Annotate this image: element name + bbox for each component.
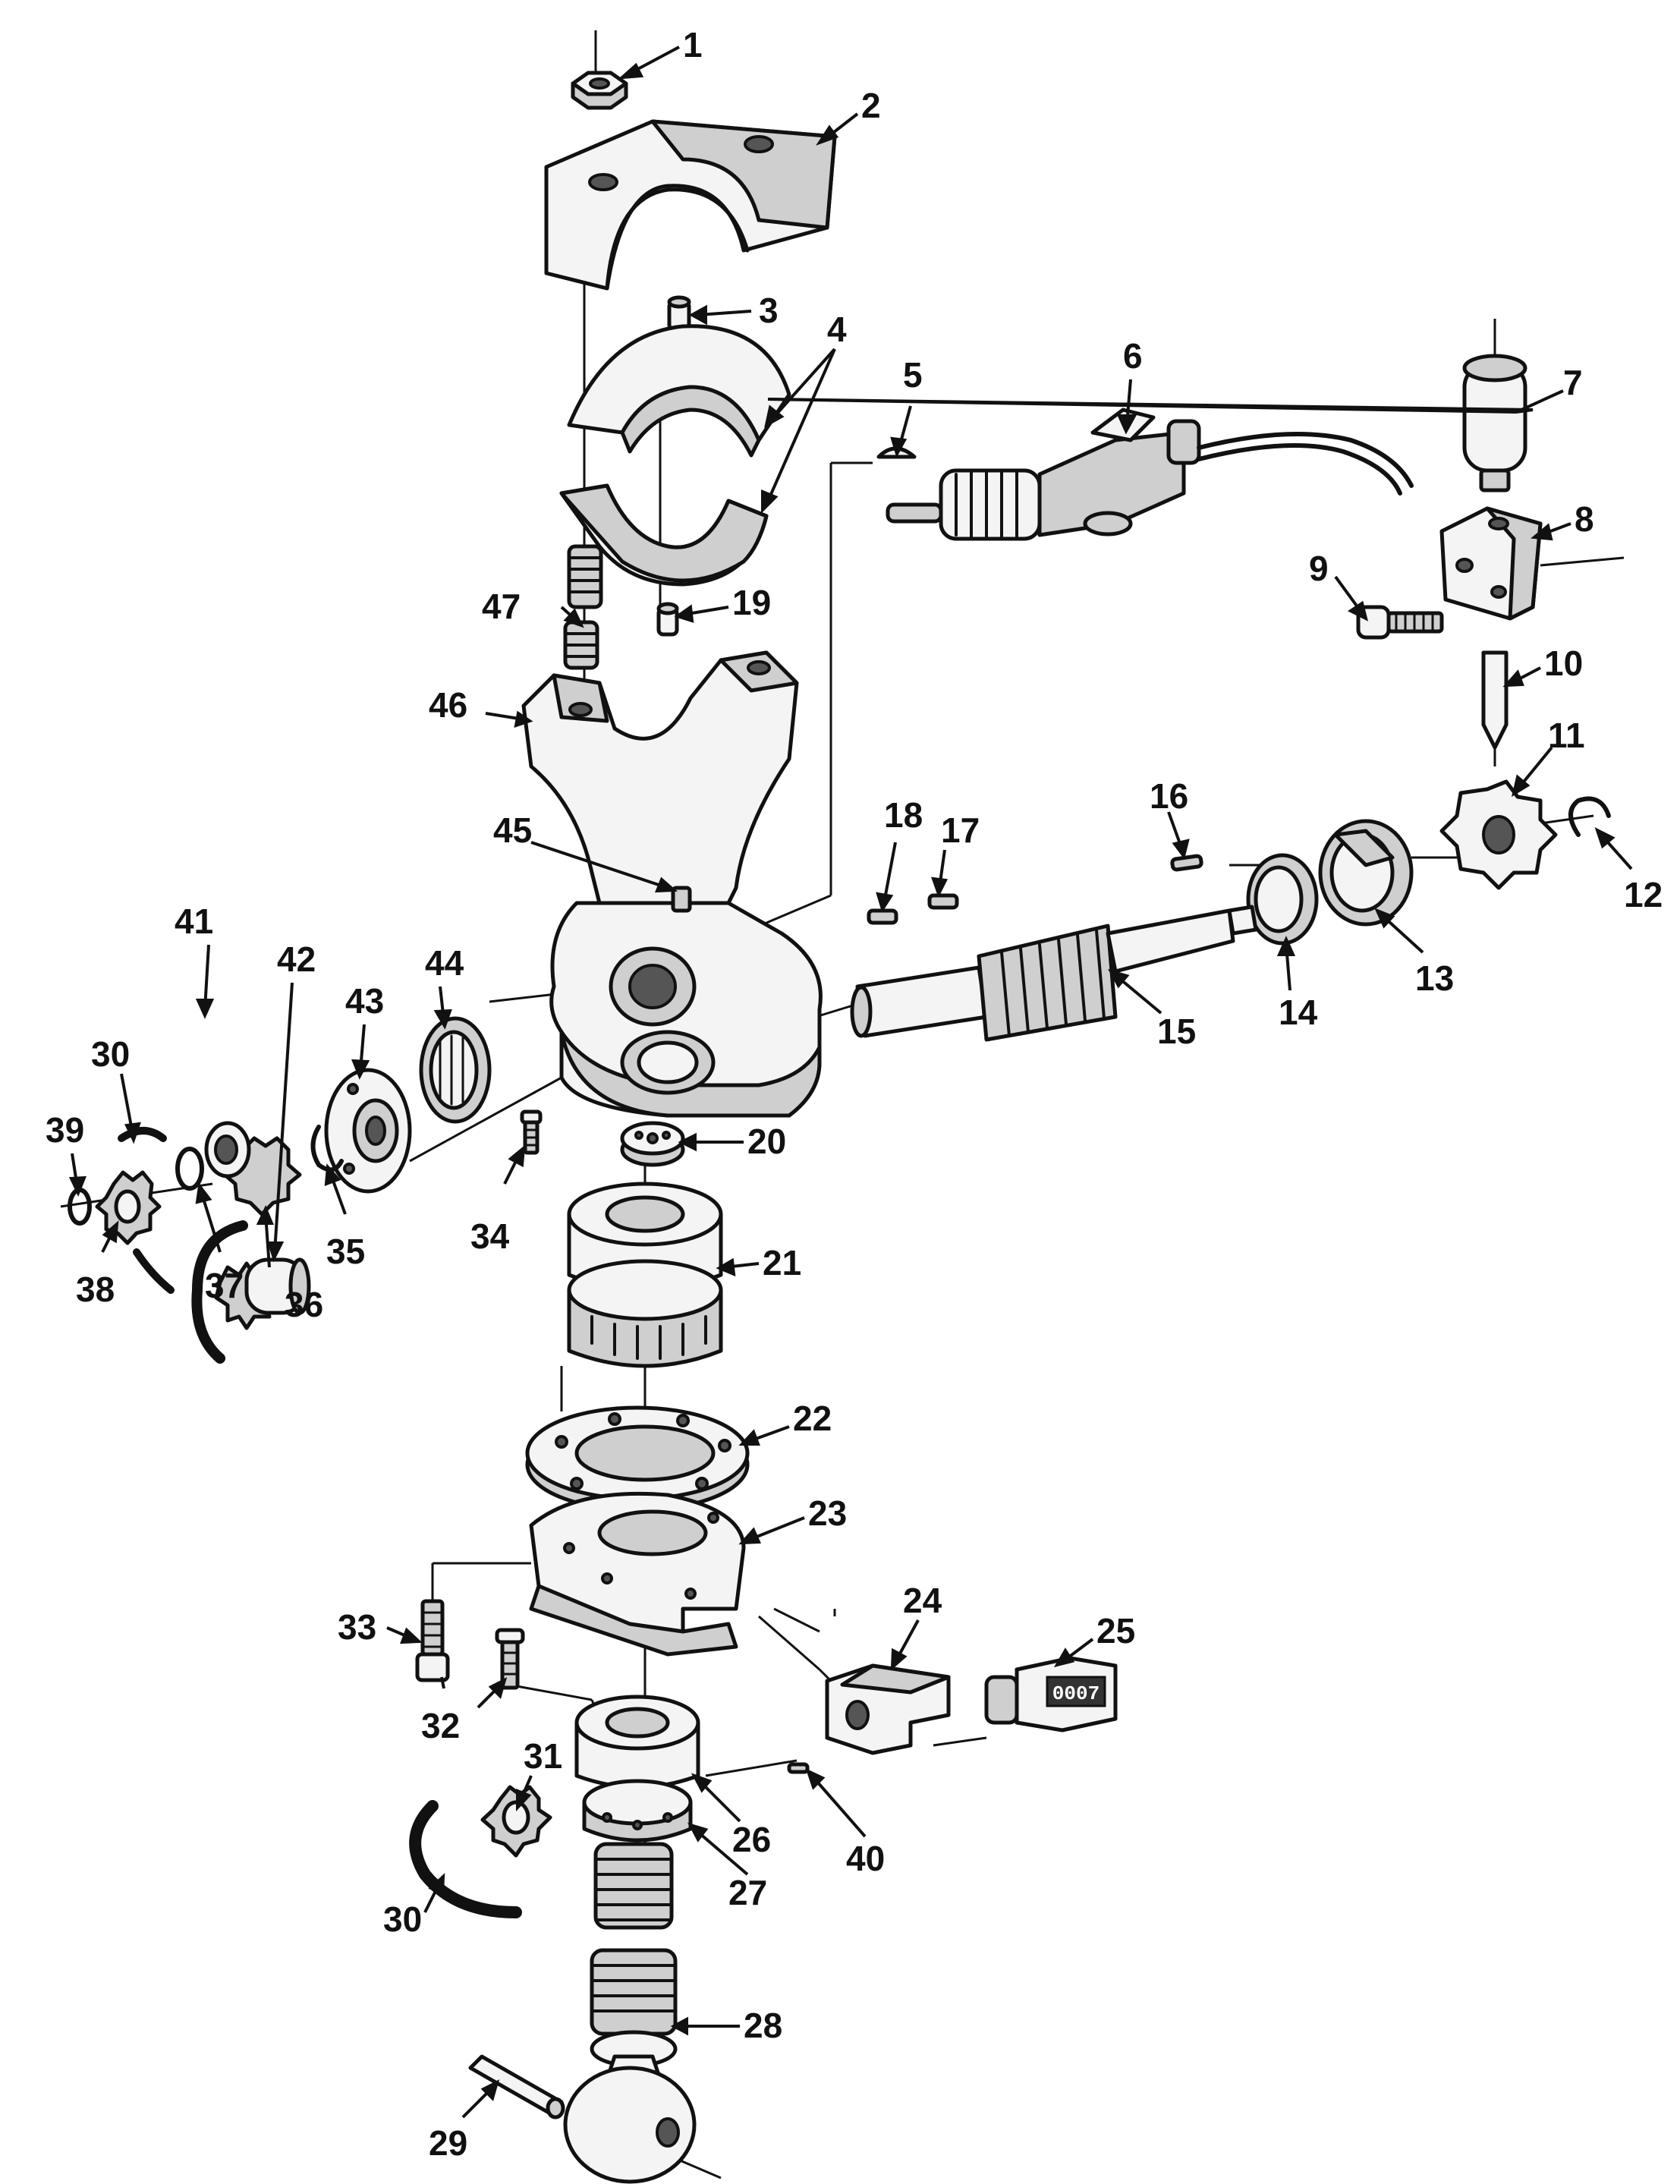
callout-32: 32 bbox=[421, 1706, 460, 1745]
callout-46: 46 bbox=[429, 685, 467, 725]
callout-39: 39 bbox=[46, 1110, 84, 1150]
callout-38: 38 bbox=[76, 1270, 115, 1309]
part-29-pin bbox=[468, 2054, 565, 2119]
part-22-flange-ring bbox=[525, 1405, 750, 1512]
callout-33: 33 bbox=[338, 1607, 376, 1647]
part-41-chain bbox=[191, 1220, 248, 1364]
part-4-bearing-shells bbox=[559, 324, 791, 587]
callout-12: 12 bbox=[1624, 875, 1663, 914]
callout-13: 13 bbox=[1415, 958, 1454, 998]
callout-6: 6 bbox=[1123, 336, 1143, 376]
part-37-snap-ring bbox=[175, 1147, 204, 1191]
callout-16: 16 bbox=[1150, 776, 1188, 816]
part-39-washer bbox=[68, 1188, 92, 1226]
part-2-bearing-cap bbox=[544, 119, 837, 291]
part-19-pin bbox=[656, 602, 679, 637]
callout-11: 11 bbox=[1548, 716, 1585, 755]
part-11-star-washer bbox=[1439, 779, 1558, 890]
part-23-base-plate bbox=[529, 1491, 746, 1657]
callout-35: 35 bbox=[326, 1232, 365, 1271]
callout-27: 27 bbox=[728, 1873, 767, 1912]
part-25-counter: 0007 bbox=[984, 1656, 1118, 1732]
callout-23: 23 bbox=[808, 1493, 847, 1533]
callout-7: 7 bbox=[1563, 363, 1583, 402]
callout-25: 25 bbox=[1096, 1611, 1135, 1651]
callout-15: 15 bbox=[1157, 1012, 1196, 1051]
part-26-nut-housing bbox=[574, 1695, 700, 1789]
part-12-snap-ring bbox=[1568, 796, 1611, 837]
callout-14: 14 bbox=[1279, 993, 1318, 1032]
part-27-plate bbox=[582, 1779, 693, 1843]
callout-8: 8 bbox=[1575, 499, 1594, 539]
part-16-key bbox=[1170, 854, 1203, 872]
part-18-key bbox=[867, 908, 898, 925]
leader-arrows bbox=[68, 46, 1633, 2119]
assembly-axis-lines bbox=[60, 30, 1594, 2179]
part-42-sprocket-hub bbox=[214, 1257, 311, 1330]
callout-10: 10 bbox=[1544, 644, 1583, 683]
part-43-flange-hub bbox=[324, 1068, 412, 1194]
part-45-setscrew bbox=[671, 886, 692, 913]
callout-44: 44 bbox=[425, 943, 464, 983]
callout-2: 2 bbox=[861, 86, 881, 125]
callout-24: 24 bbox=[903, 1581, 942, 1620]
part-20-retainer bbox=[620, 1121, 685, 1167]
callout-45: 45 bbox=[493, 810, 532, 850]
part-1-hex-nut bbox=[571, 71, 628, 110]
part-38-small-sprocket bbox=[95, 1170, 162, 1245]
callout-29: 29 bbox=[429, 2123, 467, 2163]
part-15-worm-shaft bbox=[850, 905, 1258, 1042]
part-21-roller-bearing bbox=[567, 1182, 723, 1368]
callout-20: 20 bbox=[747, 1122, 786, 1161]
counter-readout: 0007 bbox=[1052, 1682, 1100, 1705]
callout-17: 17 bbox=[941, 810, 980, 850]
part-10-pointed-pin bbox=[1481, 650, 1509, 750]
callout-5: 5 bbox=[903, 355, 923, 395]
part-34-screw bbox=[520, 1109, 543, 1155]
part-32-screw bbox=[495, 1628, 525, 1690]
part-28-screw-and-ball-end bbox=[563, 1842, 697, 2184]
part-30-chain-lower bbox=[409, 1800, 522, 1918]
callout-42: 42 bbox=[277, 939, 316, 979]
callout-26: 26 bbox=[732, 1820, 771, 1859]
callout-37: 37 bbox=[205, 1266, 244, 1305]
callout-41: 41 bbox=[175, 902, 213, 941]
callout-30-lower: 30 bbox=[383, 1899, 422, 1939]
callout-47: 47 bbox=[482, 587, 521, 626]
callout-30-upper: 30 bbox=[91, 1034, 130, 1074]
callout-21: 21 bbox=[763, 1243, 801, 1282]
callout-18: 18 bbox=[884, 795, 923, 835]
part-44-bearing bbox=[419, 1016, 492, 1124]
part-13-coupling bbox=[1318, 819, 1414, 927]
callout-28: 28 bbox=[744, 2006, 782, 2045]
part-24-bracket bbox=[825, 1663, 951, 1755]
callout-3: 3 bbox=[759, 291, 779, 330]
part-33-socket-screw bbox=[415, 1599, 450, 1682]
part-14-bearing-ring bbox=[1246, 853, 1319, 946]
callout-22: 22 bbox=[793, 1399, 832, 1438]
part-47-springs bbox=[563, 544, 603, 670]
part-30-chain-upper bbox=[118, 1127, 175, 1294]
part-9-cap-screw bbox=[1356, 605, 1444, 640]
callout-19: 19 bbox=[732, 583, 771, 622]
part-46-yoke-housing bbox=[521, 650, 823, 1118]
part-40-pin bbox=[787, 1762, 810, 1774]
part-36-sprocket bbox=[204, 1121, 302, 1216]
part-8-block bbox=[1439, 506, 1625, 621]
callout-40: 40 bbox=[846, 1839, 885, 1878]
part-17-key bbox=[927, 893, 959, 910]
part-7-cylinder-pin bbox=[1462, 354, 1527, 493]
callout-1: 1 bbox=[683, 25, 703, 65]
callout-4: 4 bbox=[827, 310, 847, 349]
part-6-control-motor bbox=[886, 408, 1414, 541]
part-35-snap-ring bbox=[310, 1125, 344, 1172]
callout-36: 36 bbox=[285, 1285, 323, 1324]
callout-43: 43 bbox=[345, 981, 384, 1021]
callout-31: 31 bbox=[524, 1736, 562, 1776]
callout-labels: 1 2 3 4 5 6 7 8 9 10 11 12 13 14 15 16 1… bbox=[46, 25, 1663, 2163]
callout-9: 9 bbox=[1309, 549, 1329, 588]
callout-34: 34 bbox=[470, 1216, 510, 1256]
